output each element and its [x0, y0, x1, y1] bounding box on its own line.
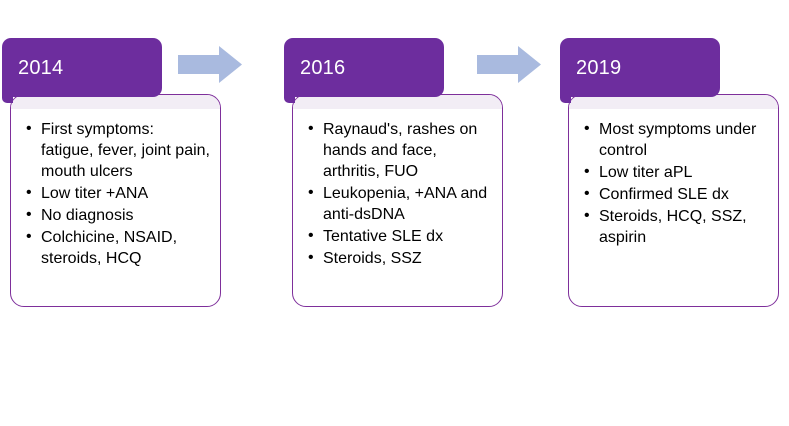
timeline-card-header-2014: 2014	[2, 38, 162, 103]
list-item: Confirmed SLE dx	[583, 183, 768, 205]
timeline-year-label: 2016	[300, 56, 346, 79]
list-item: Tentative SLE dx	[307, 225, 492, 247]
timeline-card-body-2016: Raynaud's, rashes on hands and face, art…	[292, 94, 503, 307]
list-item: No diagnosis	[25, 204, 210, 226]
list-item: Steroids, SSZ	[307, 247, 492, 269]
timeline-card-body-2019: Most symptoms under control Low titer aP…	[568, 94, 779, 307]
timeline-card-list-2016: Raynaud's, rashes on hands and face, art…	[293, 95, 502, 269]
timeline-card-body-2014: First symptoms: fatigue, fever, joint pa…	[10, 94, 221, 307]
list-item: Low titer +ANA	[25, 182, 210, 204]
timeline-card-list-2014: First symptoms: fatigue, fever, joint pa…	[11, 95, 220, 269]
arrow-right-icon-2014-to-2016	[178, 46, 242, 83]
timeline-year-label: 2014	[18, 56, 64, 79]
timeline-card-header-2019: 2019	[560, 38, 720, 103]
list-item: Steroids, HCQ, SSZ, aspirin	[583, 205, 768, 248]
list-item: First symptoms: fatigue, fever, joint pa…	[25, 118, 210, 182]
list-item: Most symptoms under control	[583, 118, 768, 161]
list-item: Leukopenia, +ANA and anti-dsDNA	[307, 182, 492, 225]
timeline-card-header-2016: 2016	[284, 38, 444, 103]
timeline-year-label: 2019	[576, 56, 622, 79]
arrow-right-icon-2016-to-2019	[477, 46, 541, 83]
timeline-card-list-2019: Most symptoms under control Low titer aP…	[569, 95, 778, 248]
list-item: Colchicine, NSAID, steroids, HCQ	[25, 226, 210, 269]
list-item: Raynaud's, rashes on hands and face, art…	[307, 118, 492, 182]
list-item: Low titer aPL	[583, 161, 768, 183]
